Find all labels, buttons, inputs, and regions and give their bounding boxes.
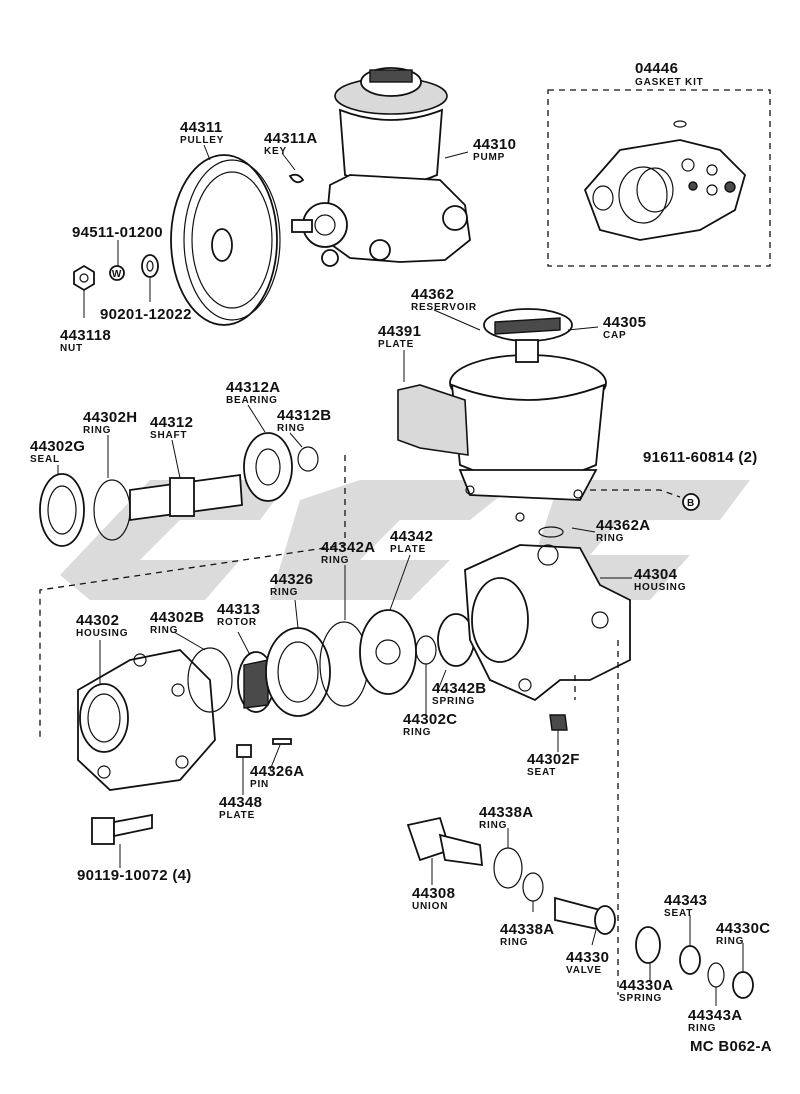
part-name-44338A-top: RING [479, 820, 507, 831]
part-number-91611-60814: 91611-60814 (2) [643, 449, 758, 466]
part-name-443118: NUT [60, 343, 83, 354]
part-number-44338A-bottom: 44338A [500, 921, 554, 938]
part-number-44305: 44305 [603, 314, 646, 331]
part-name-44311A: KEY [264, 146, 287, 157]
pulley [170, 154, 281, 326]
part-name-44342A: RING [321, 555, 349, 566]
part-name-44302B: RING [150, 625, 178, 636]
part-number-44342B: 44342B [432, 680, 486, 697]
part-number-44348: 44348 [219, 794, 262, 811]
part-name-44302C: RING [403, 727, 431, 738]
part-name-44330: VALVE [566, 965, 602, 976]
part-number-44362A: 44362A [596, 517, 650, 534]
part-number-44343: 44343 [664, 892, 707, 909]
part-number-44338A-top: 44338A [479, 804, 533, 821]
part-number-44362: 44362 [411, 286, 454, 303]
part-name-44305: CAP [603, 330, 627, 341]
part-name-44311: PULLEY [180, 135, 224, 146]
part-name-44391: PLATE [378, 339, 414, 350]
part-name-44302F: SEAT [527, 767, 556, 778]
bolt-callout-symbol: B [682, 493, 700, 511]
part-number-44302: 44302 [76, 612, 119, 629]
part-number-44312A: 44312A [226, 379, 280, 396]
part-number-44304: 44304 [634, 566, 678, 583]
part-name-44342: PLATE [390, 544, 426, 555]
part-name-44302G: SEAL [30, 454, 60, 465]
part-name-44326: RING [270, 587, 298, 598]
part-number-44308: 44308 [412, 885, 455, 902]
part-name-44312: SHAFT [150, 430, 187, 441]
part-number-90119-10072: 90119-10072 (4) [77, 867, 192, 884]
part-number-44302H: 44302H [83, 409, 137, 426]
part-name-44330C: RING [716, 936, 744, 947]
part-name-44313: ROTOR [217, 617, 257, 628]
part-name-44312A: BEARING [226, 395, 278, 406]
nut-washer-set [73, 254, 159, 292]
part-number-44391: 44391 [378, 323, 421, 340]
part-name-44343: SEAT [664, 908, 693, 919]
part-name-04446: GASKET KIT [635, 77, 704, 88]
reservoir [397, 308, 607, 522]
part-name-44362A: RING [596, 533, 624, 544]
part-number-44342A: 44342A [321, 539, 375, 556]
catalog-code: MC B062-A [690, 1038, 772, 1055]
part-number-04446: 04446 [635, 60, 678, 77]
rotor-ring-plate-set [187, 609, 475, 758]
part-number-44330A: 44330A [619, 977, 673, 994]
part-name-44348: PLATE [219, 810, 255, 821]
part-name-44310: PUMP [473, 152, 505, 163]
part-name-44312B: RING [277, 423, 305, 434]
rear-housing [464, 526, 631, 731]
part-number-44311: 44311 [180, 119, 222, 136]
part-number-44313: 44313 [217, 601, 260, 618]
part-number-44343A: 44343A [688, 1007, 742, 1024]
part-number-44302C: 44302C [403, 711, 457, 728]
part-number-90201-12022: 90201-12022 [100, 306, 192, 323]
part-name-44338A-bottom: RING [500, 937, 528, 948]
washer-callout-symbol: W [112, 269, 122, 280]
part-name-44304: HOUSING [634, 582, 686, 593]
part-number-44342: 44342 [390, 528, 433, 545]
control-valve-set [406, 816, 754, 999]
part-number-44312: 44312 [150, 414, 193, 431]
part-number-443118: 443118 [60, 327, 111, 344]
assembly-guide-lines [39, 455, 681, 995]
part-name-44362: RESERVOIR [411, 302, 477, 313]
part-number-94511-01200: 94511-01200 [72, 224, 163, 241]
part-number-44312B: 44312B [277, 407, 331, 424]
svg-text:W: W [112, 269, 122, 280]
part-name-44308: UNION [412, 901, 448, 912]
part-number-44330: 44330 [566, 949, 609, 966]
gasket-kit-group [547, 89, 771, 267]
part-name-44330A: SPRING [619, 993, 662, 1004]
part-number-44310: 44310 [473, 136, 516, 153]
part-number-44330C: 44330C [716, 920, 770, 937]
shaft-bearing-set [39, 432, 319, 547]
bolt [91, 813, 153, 845]
part-number-44326A: 44326A [250, 763, 304, 780]
leader-lines [57, 144, 744, 1006]
front-housing [77, 649, 216, 791]
part-name-44302H: RING [83, 425, 111, 436]
part-labels: 04446 GASKET KIT 44311 PULLEY 44311A KEY… [30, 60, 772, 1055]
part-number-44302G: 44302G [30, 438, 85, 455]
part-number-44302F: 44302F [527, 751, 580, 768]
svg-text:B: B [687, 498, 695, 509]
part-number-44326: 44326 [270, 571, 313, 588]
part-name-44343A: RING [688, 1023, 716, 1034]
pump-assembly [288, 67, 471, 267]
part-number-44311A: 44311A [264, 130, 318, 147]
part-name-44302: HOUSING [76, 628, 128, 639]
part-number-44302B: 44302B [150, 609, 204, 626]
part-name-44342B: SPRING [432, 696, 475, 707]
part-name-44326A: PIN [250, 779, 269, 790]
